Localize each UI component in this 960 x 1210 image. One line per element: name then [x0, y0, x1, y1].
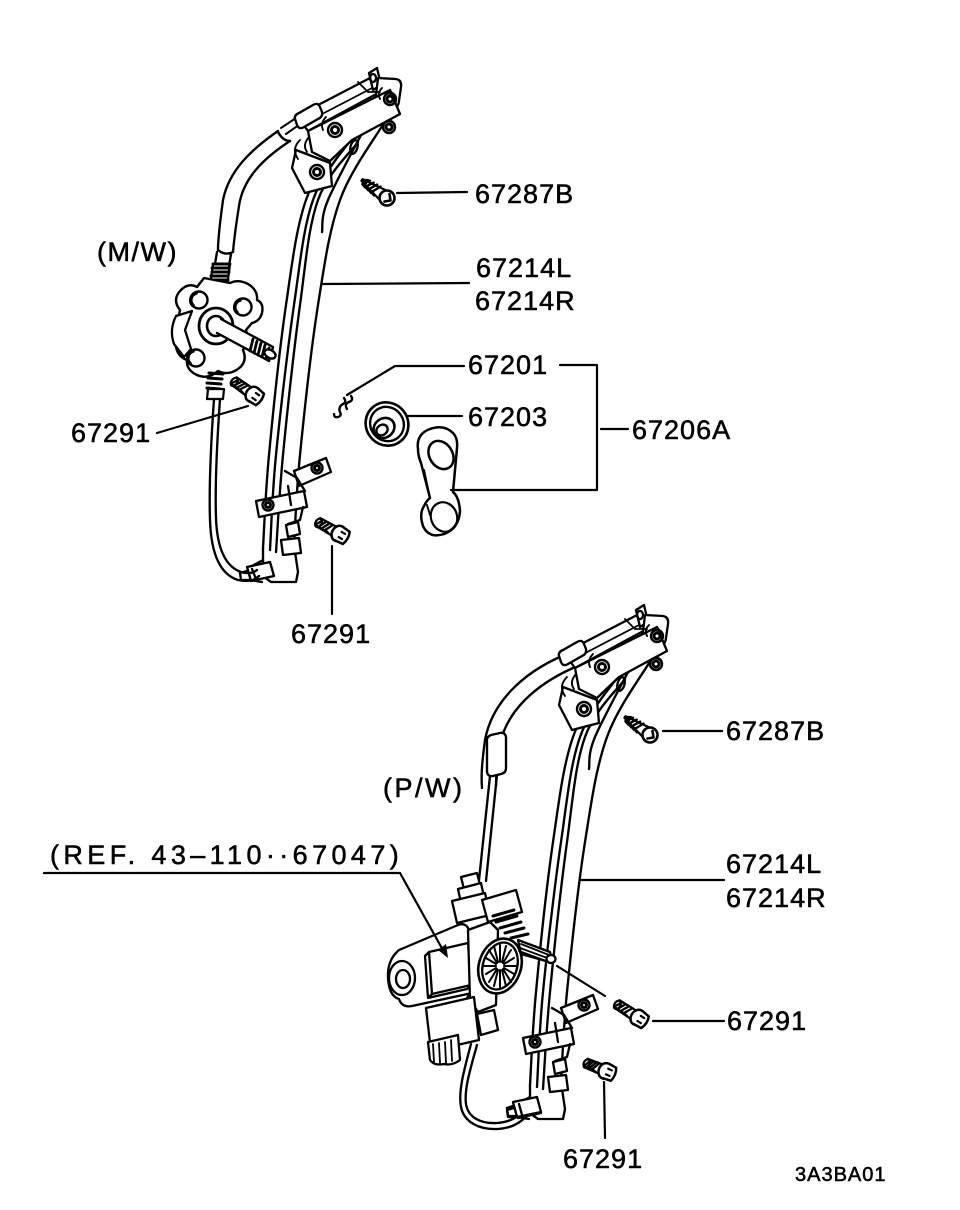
- svg-text:67203: 67203: [468, 402, 548, 432]
- svg-text:67214L: 67214L: [726, 849, 822, 879]
- svg-text:67206A: 67206A: [632, 415, 731, 445]
- svg-text:67291: 67291: [291, 619, 371, 649]
- svg-text:67291: 67291: [727, 1006, 807, 1036]
- svg-text:67291: 67291: [563, 1144, 643, 1174]
- svg-text:(P/W): (P/W): [383, 773, 464, 803]
- svg-text:67291: 67291: [71, 418, 151, 448]
- svg-text:67287B: 67287B: [475, 179, 574, 209]
- svg-text:67287B: 67287B: [726, 716, 825, 746]
- svg-text:67214R: 67214R: [475, 286, 576, 316]
- svg-text:67201: 67201: [468, 350, 548, 380]
- svg-text:67214R: 67214R: [726, 883, 827, 913]
- svg-text:3A3BA01: 3A3BA01: [795, 1164, 887, 1186]
- svg-text:(REF. 43–110··67047): (REF. 43–110··67047): [50, 840, 403, 870]
- svg-text:67214L: 67214L: [476, 253, 572, 283]
- svg-text:(M/W): (M/W): [97, 237, 178, 267]
